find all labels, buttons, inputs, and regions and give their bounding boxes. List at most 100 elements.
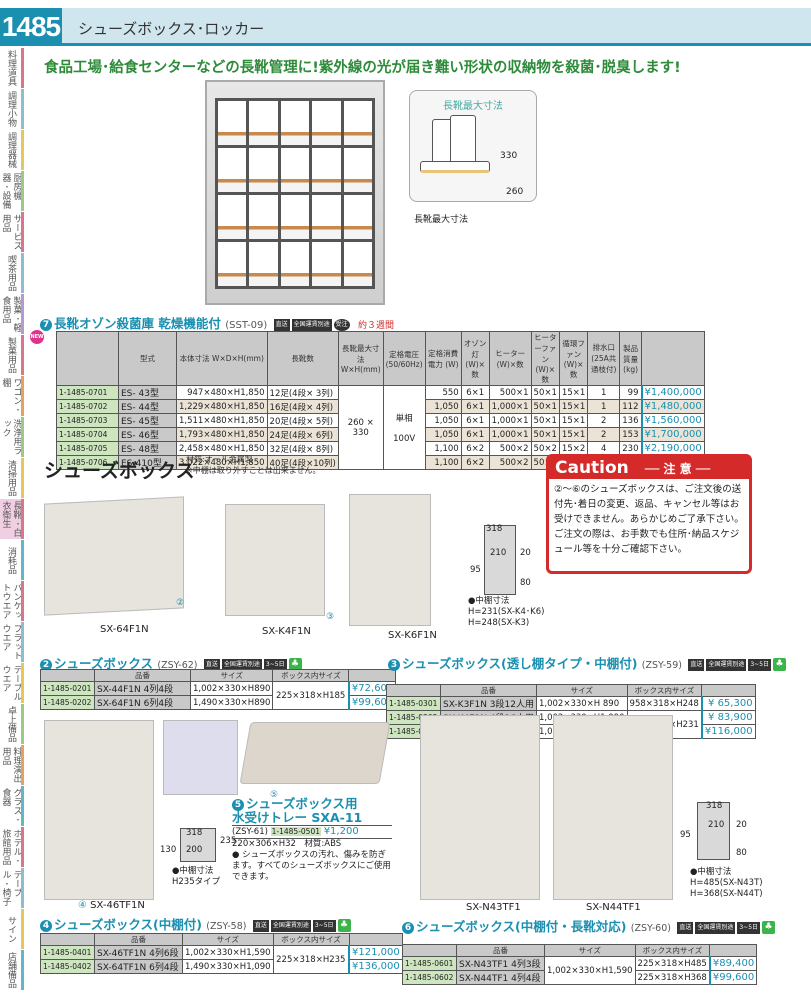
item-code: 1-1485-0301 <box>386 696 441 711</box>
section2-title: シューズボックス <box>54 656 154 671</box>
sidebar-item-boots-hygiene[interactable]: 長靴･白衣衛生 <box>0 499 24 539</box>
col-header: ボックス内サイズ <box>272 669 350 682</box>
sidebar-item-baking[interactable]: 製菓用品 <box>0 335 24 375</box>
dim-right: 235 <box>220 836 237 846</box>
sx-k6f1n-image <box>349 494 431 626</box>
col-header: 定格消費電力 (W) <box>424 331 462 386</box>
boot-height-label: 330 <box>500 151 518 161</box>
drain: 1 <box>587 385 621 400</box>
caution-box: Caution── 注 意 ── ②～⑥のシューズボックスは、ご注文後の送付先･… <box>546 454 752 574</box>
item-code: 1-1485-0704 <box>56 427 119 442</box>
col-header: ボックス内サイズ <box>626 684 703 697</box>
sidebar-item-consumables[interactable]: 消耗品 <box>0 540 24 580</box>
sidebar-item-table-chair[interactable]: テーブル･椅子 <box>0 868 24 908</box>
boot-count: 16足(4段× 4列) <box>266 399 339 414</box>
col-header: サイズ <box>182 933 274 946</box>
table-row: 1-1485-0702 ES- 44型 1,229×480×H1,850 16足… <box>56 399 705 414</box>
price: ¥121,000 <box>348 945 403 960</box>
sidebar-item-cooking-small[interactable]: 調理小物 <box>0 89 24 129</box>
dim-line2: H=248(SX-K3) <box>468 618 530 628</box>
boot-count: 20足(4段× 5列) <box>266 413 339 428</box>
sidebar-item-sign[interactable]: サイン <box>0 909 24 949</box>
section7-code: (SST-09) <box>225 320 268 331</box>
dim-label: ●中棚寸法 <box>172 866 214 876</box>
item-code: 1-1485-0401 <box>40 945 95 960</box>
col-header: 型式 <box>118 331 177 386</box>
material-text: 材質:オール金属製 <box>186 455 253 464</box>
dim-line1: H=231(SX-K4･K6) <box>468 607 545 617</box>
item-code: 1-1485-0202 <box>40 695 95 710</box>
direct-ship-badge: 直送 <box>203 658 220 671</box>
sidebar-item-cooking-machines[interactable]: 調理器械 <box>0 130 24 170</box>
sidebar-item-presentation[interactable]: 料理演出用品 <box>0 745 24 785</box>
freight-badge: 全国運賃別途 <box>695 921 736 934</box>
size: 1,002×330×H1,590 <box>544 956 636 985</box>
sidebar-item-kitchen-equipment[interactable]: 厨房機器･設備 <box>0 171 24 211</box>
sidebar-item-store[interactable]: 店舗備品 <box>0 950 24 990</box>
heater: 1,000×1 <box>488 399 532 414</box>
weight: 99 <box>619 385 642 400</box>
sidebar-item-tableware[interactable]: テーブルウエア <box>0 663 24 703</box>
boots-in-box-image <box>163 720 238 795</box>
dim-left: 95 <box>470 565 481 575</box>
freight-badge: 全国運賃別途 <box>270 919 311 932</box>
eco-leaf-icon: ♣ <box>337 919 351 932</box>
product-marker: ⑤ <box>270 790 279 800</box>
sidebar-item-table-supplies[interactable]: 卓上備品 <box>0 704 24 744</box>
sidebar-item-glass[interactable]: グラス･食器 <box>0 786 24 826</box>
sidebar-item-wash-rack[interactable]: 洗浄用ラック <box>0 417 24 457</box>
sidebar-item-cleaning[interactable]: 清掃用品 <box>0 458 24 498</box>
ozone-lamp: 6×2 <box>460 455 490 470</box>
sidebar-item-hotel[interactable]: ホテル･旅館用品 <box>0 827 24 867</box>
shelf-dimension-diagram <box>180 828 216 862</box>
model: SX-N44TF1 4列4段 <box>456 970 545 985</box>
section4-code: (ZSY-58) <box>206 921 247 932</box>
sidebar-item-service[interactable]: サービス用品 <box>0 212 24 252</box>
sidebar-item-wagon[interactable]: ワゴン･棚 <box>0 376 24 416</box>
sidebar-item-cooking-tools[interactable]: 料理道具 <box>0 48 24 88</box>
price: ¥1,200 <box>323 826 359 837</box>
size: 3,022×480×H1,850 <box>176 455 268 470</box>
product-marker: ② <box>176 598 185 608</box>
new-badge: NEW <box>30 330 44 344</box>
heater-fan: 50×1 <box>530 427 560 442</box>
col-header: 本体寸法 W×D×H(mm) <box>176 331 268 386</box>
price: ¥1,480,000 <box>640 399 705 414</box>
weight: 136 <box>619 413 642 428</box>
model: ES- 46型 <box>118 427 177 442</box>
drain: 2 <box>587 427 621 442</box>
lead-headline: 食品工場･給食センターなどの長靴管理に!紫外線の光が届き難い形状の収納物を殺菌･… <box>44 60 681 76</box>
section-number-icon: 4 <box>40 919 52 932</box>
product-caption: SX-N43TF1 <box>466 902 521 913</box>
shoebox-heading: シューズボックス <box>44 460 195 482</box>
item-code: 1-1485-0703 <box>56 413 119 428</box>
item-code: 1-1485-0702 <box>56 399 119 414</box>
sx-n44tf1-image <box>553 715 673 900</box>
sidebar-item-flatware[interactable]: フラットウエア <box>0 622 24 662</box>
col-header: 製品質量 (kg) <box>619 331 642 386</box>
boot-max-size: 260 × 330 <box>337 385 384 470</box>
sidebar-item-banquet[interactable]: バンケットウエア <box>0 581 24 621</box>
direct-ship-badge: 直送 <box>252 919 269 932</box>
sidebar-item-cafe[interactable]: 喫茶用品 <box>0 253 24 293</box>
product-caption: SX-64F1N <box>100 624 149 635</box>
ozone-lamp: 6×2 <box>460 441 490 456</box>
size: 1,490×330×H1,090 <box>182 959 274 974</box>
sidebar-item-confectionery[interactable]: 製菓･軽食用品 <box>0 294 24 334</box>
dim-bottom: 80 <box>736 848 747 858</box>
col-header: サイズ <box>189 669 274 682</box>
section-number-icon: 6 <box>402 921 414 934</box>
section-number-icon: 3 <box>388 658 400 671</box>
price: ¥ 65,300 <box>700 696 756 711</box>
page-header: 1485 シューズボックス･ロッカー <box>0 8 811 46</box>
col-header: 品番 <box>94 933 183 946</box>
size: 1,002×330×H 890 <box>536 696 628 711</box>
power: 1,050 <box>424 399 462 414</box>
table-row: 1-1485-0705 ES- 48型 2,458×480×H1,850 32足… <box>56 441 705 456</box>
shoebox-note: 材質:オール金属製 ※中棚は取り外すことは出来ません。 <box>186 454 320 476</box>
